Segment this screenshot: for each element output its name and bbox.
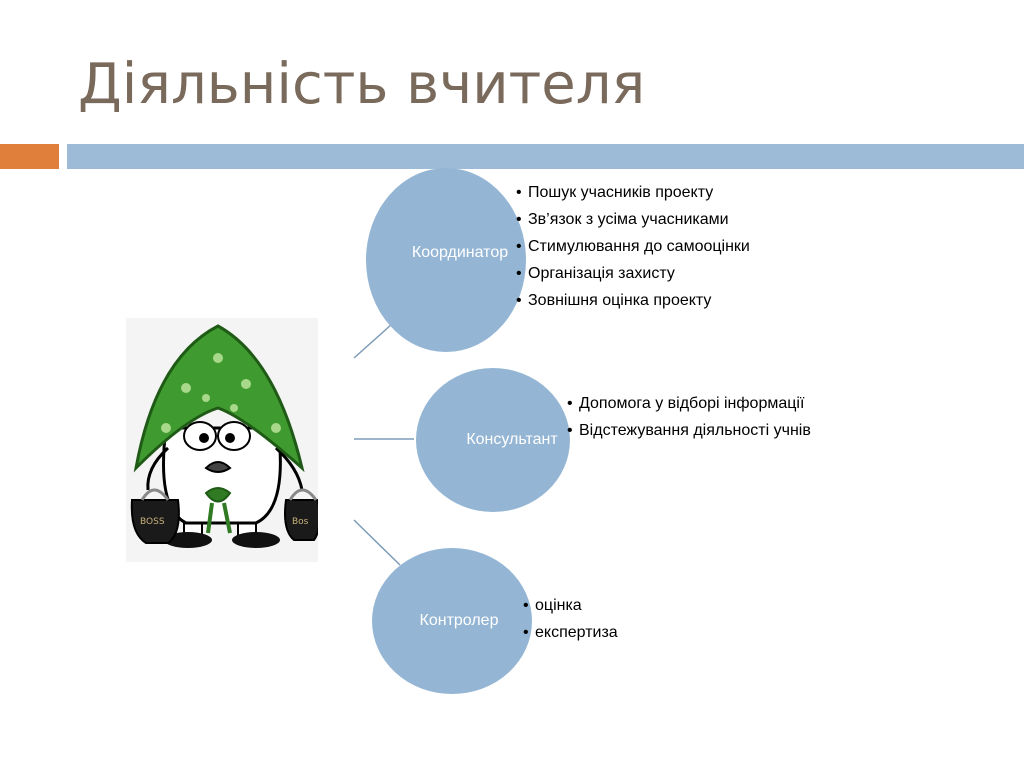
list-item: Зовнішня оцінка проекту: [516, 289, 776, 313]
node-coordinator-label: Координатор: [411, 244, 509, 261]
accent-bar-blue: [67, 144, 1024, 169]
list-item: Стимулювання до самооцінки: [516, 235, 776, 259]
node-controller: Контролер: [372, 548, 532, 694]
connector-coordinator: [353, 323, 393, 359]
list-item: Відстежування діяльності учнів: [567, 419, 827, 443]
consultant-duties: Допомога у відборі інформації Відстежува…: [567, 392, 827, 446]
right-bag-label: Bos: [292, 517, 309, 527]
list-item: Зв’язок з усіма учасниками: [516, 208, 776, 232]
node-controller-label: Контролер: [419, 612, 499, 629]
list-item: Пошук учасників проекту: [516, 181, 776, 205]
right-bag-icon: [284, 499, 318, 541]
node-consultant: Консультант: [416, 368, 570, 512]
list-item: Організація захисту: [516, 262, 776, 286]
node-coordinator: Координатор: [366, 168, 526, 352]
connector-controller: [353, 519, 401, 566]
coordinator-duties: Пошук учасників проекту Зв’язок з усіма …: [516, 181, 776, 316]
left-bag-label: BOSS: [140, 517, 165, 527]
left-bag-icon: [130, 499, 180, 544]
slide-title: Діяльність вчителя: [78, 52, 646, 117]
list-item: оцінка: [523, 594, 723, 618]
accent-bar-orange: [0, 144, 59, 169]
node-consultant-label: Консультант: [466, 431, 558, 448]
list-item: експертиза: [523, 621, 723, 645]
controller-duties: оцінка експертиза: [523, 594, 723, 648]
boss-mascot-image: BOSS Bos: [126, 318, 318, 562]
list-item: Допомога у відборі інформації: [567, 392, 827, 416]
